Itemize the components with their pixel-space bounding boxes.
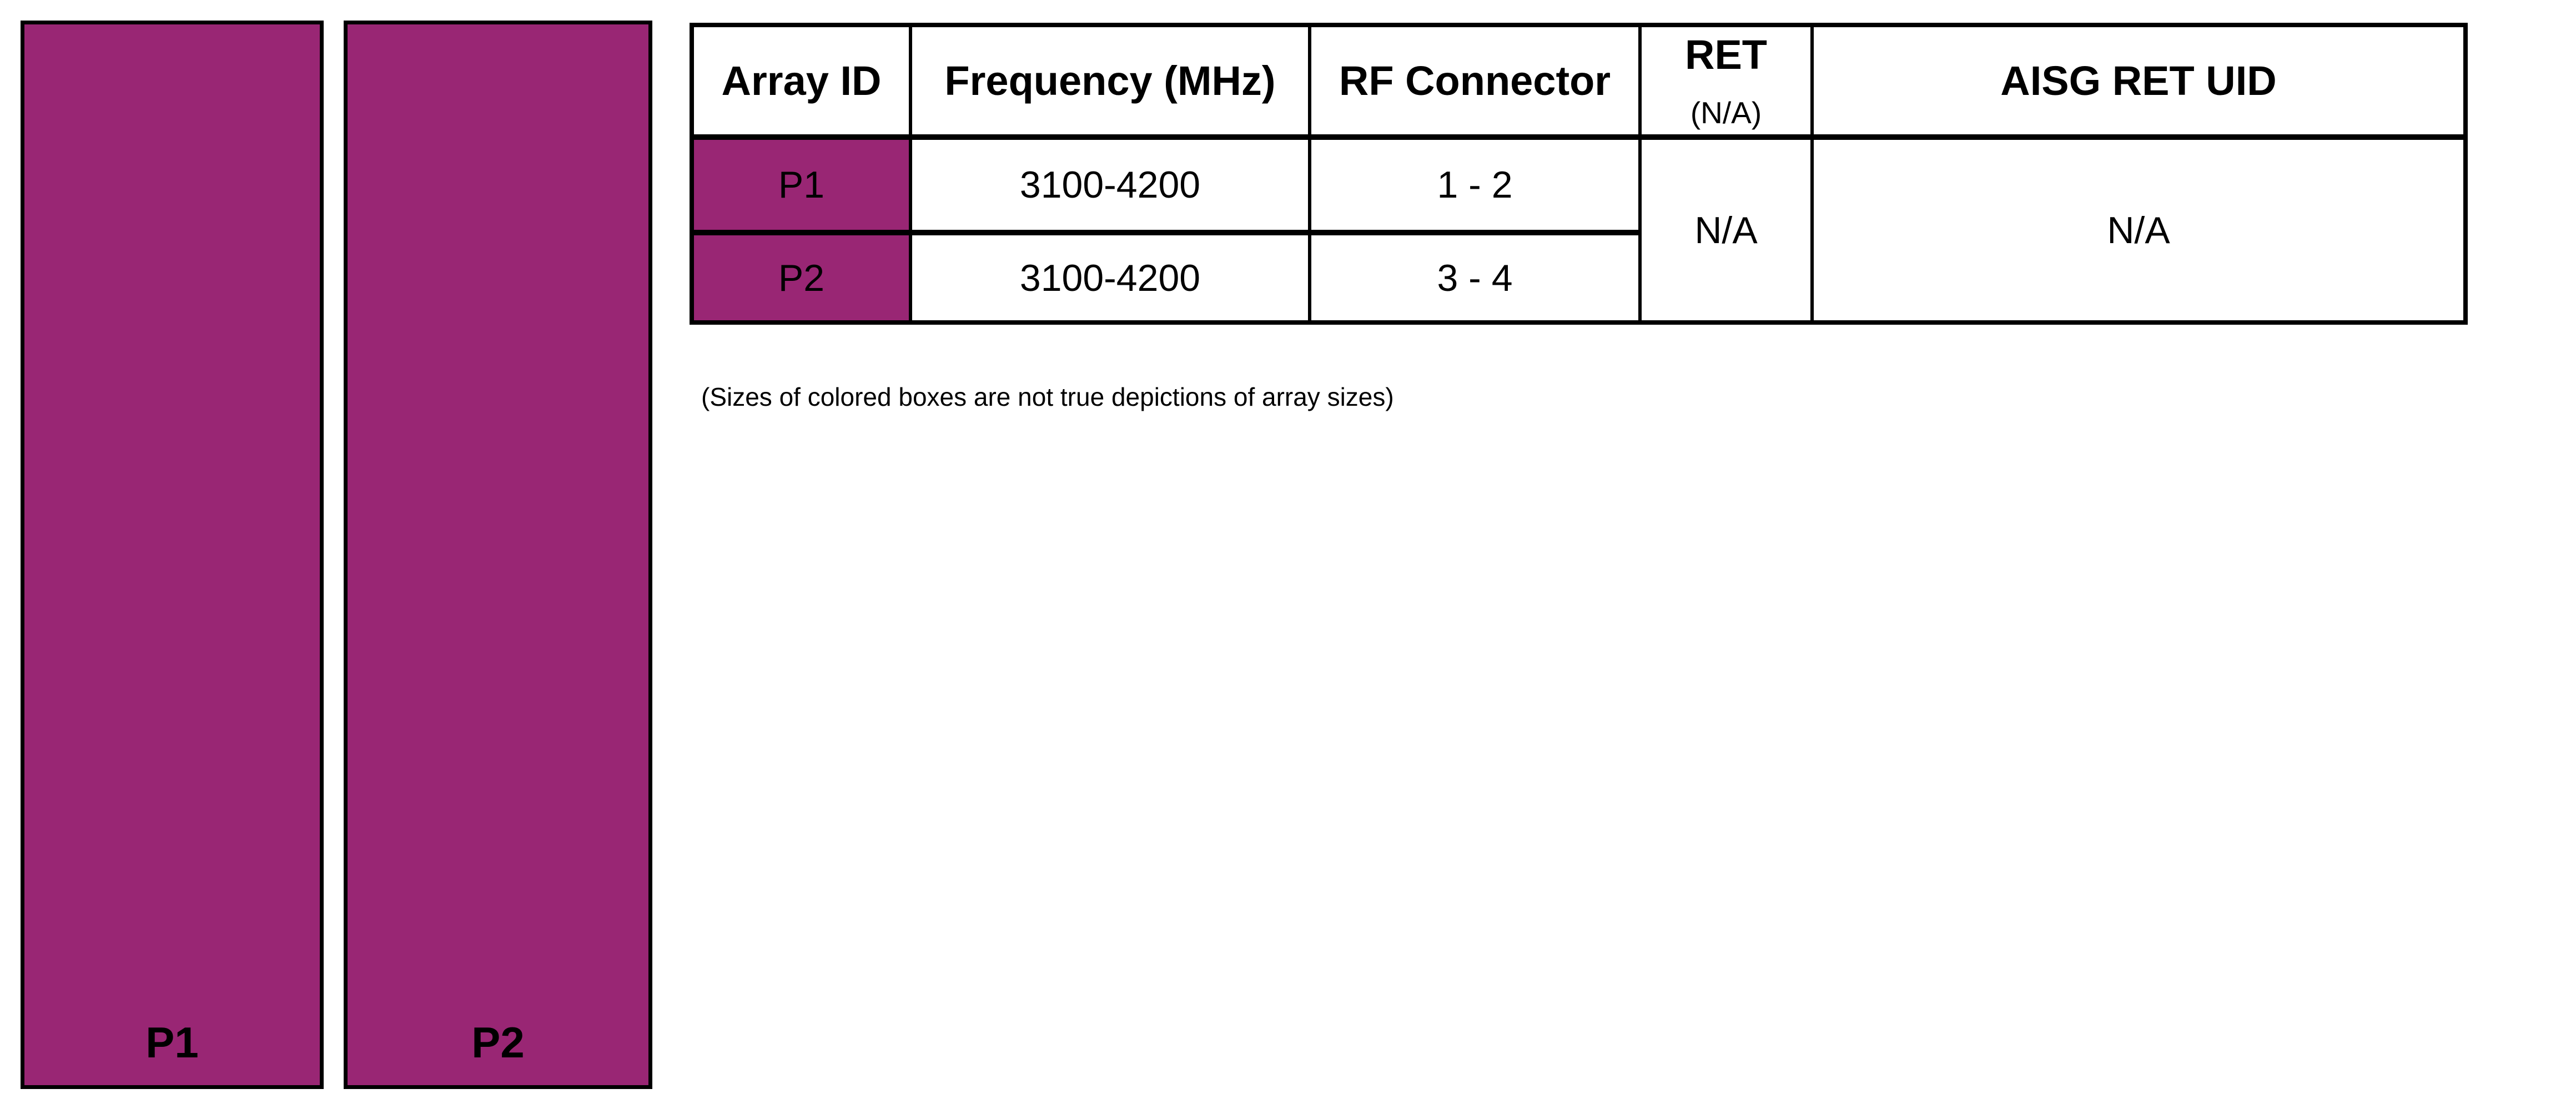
array-box-p2: P2 [344,21,652,1089]
header-aisg-ret-uid: AISG RET UID [1810,23,2467,140]
array-spec-table: Array ID Frequency (MHz) RF Connector RE… [690,23,2468,325]
ret-header-sub: (N/A) [1690,95,1762,130]
array-box-p2-label: P2 [471,1018,525,1067]
cell-rf-connector-p1: 1 - 2 [1308,135,1642,235]
cell-array-id-p2: P2 [690,231,912,324]
header-rf-connector: RF Connector [1308,23,1642,140]
cell-frequency-p2: 3100-4200 [909,231,1311,324]
header-array-id: Array ID [690,23,912,140]
cell-frequency-p1: 3100-4200 [909,135,1311,235]
cell-ret-merged: N/A [1638,135,1814,324]
array-box-p1: P1 [21,21,324,1089]
table-header-row: Array ID Frequency (MHz) RF Connector RE… [690,23,2467,140]
size-disclaimer-note: (Sizes of colored boxes are not true dep… [701,382,1394,411]
table-row-p1: P1 3100-4200 1 - 2 N/A N/A [690,135,2467,324]
cell-rf-connector-p2: 3 - 4 [1308,231,1642,324]
header-ret: RET (N/A) [1638,23,1814,140]
ret-header-main: RET [1685,32,1767,78]
table-row-p2: P2 3100-4200 3 - 4 [690,231,2466,324]
cell-aisg-ret-uid-merged: N/A [1810,135,2467,324]
array-box-p1-label: P1 [145,1018,199,1067]
header-frequency: Frequency (MHz) [909,23,1311,140]
ret-header-stack: RET (N/A) [1642,31,1810,130]
cell-array-id-p1: P1 [690,135,912,235]
